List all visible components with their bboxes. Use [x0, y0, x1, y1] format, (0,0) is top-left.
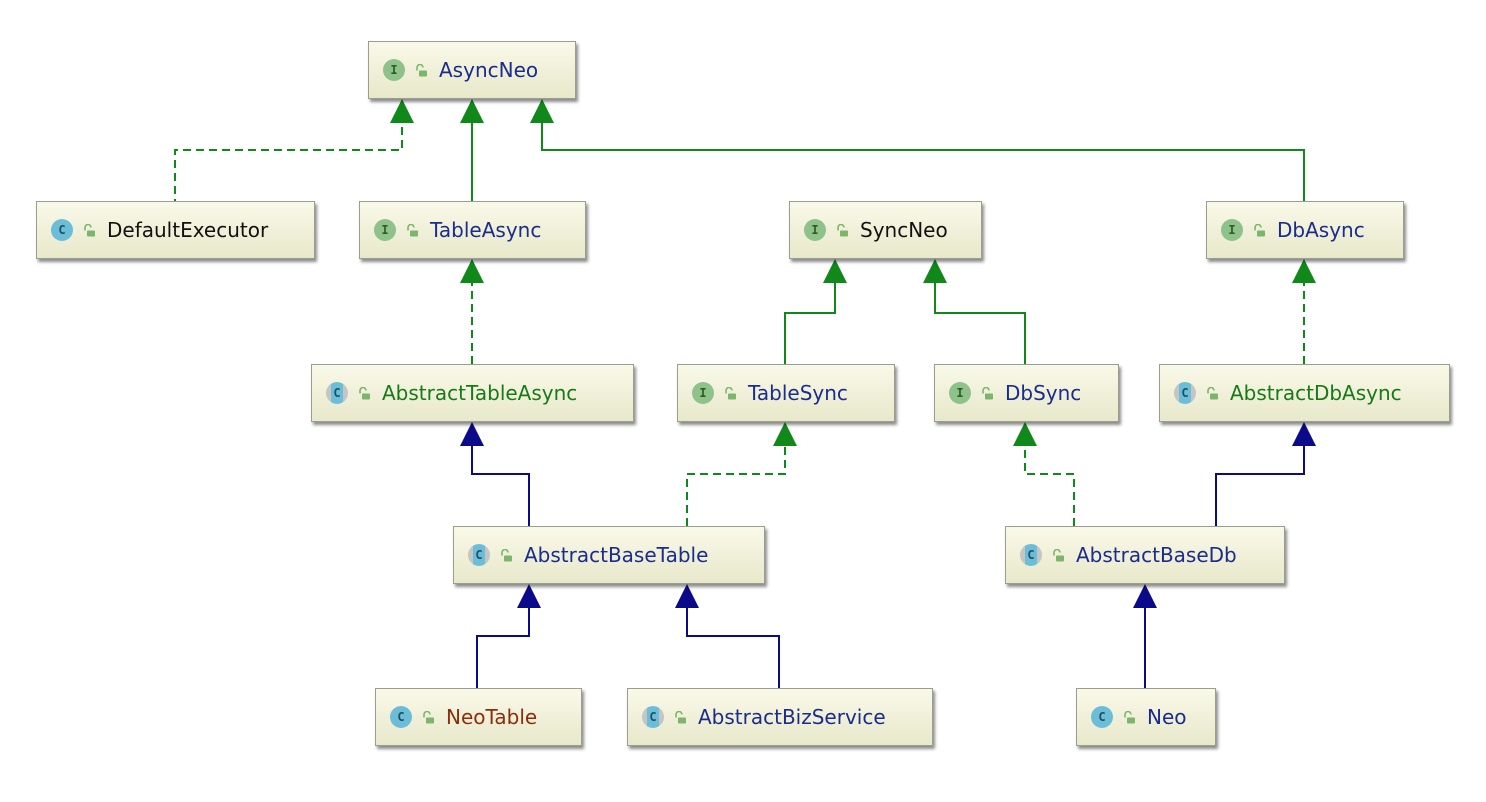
arrowhead-icon	[1292, 259, 1316, 283]
abstract-class-badge-icon: C	[468, 544, 490, 566]
edge-line-abstract-base-table-to-abstract-table-async	[471, 444, 530, 526]
abstract-class-badge-icon: C	[1020, 544, 1042, 566]
arrowhead-icon	[675, 584, 699, 608]
node-abstract-base-table[interactable]: C AbstractBaseTable	[453, 526, 765, 584]
node-label: AbstractBaseTable	[524, 543, 709, 567]
interface-badge-icon: I	[1221, 219, 1243, 241]
arrowhead-icon	[530, 99, 554, 123]
node-label: DefaultExecutor	[107, 218, 269, 242]
node-label: AbstractBizService	[698, 705, 886, 729]
node-neo[interactable]: C Neo	[1076, 688, 1216, 746]
interface-badge-icon: I	[383, 59, 405, 81]
node-abstract-base-db[interactable]: C AbstractBaseDb	[1005, 526, 1285, 584]
edge-line-db-sync-to-sync-neo	[934, 281, 1026, 364]
edge-line-abstract-base-table-to-table-sync	[686, 444, 786, 526]
node-default-executor[interactable]: C DefaultExecutor	[36, 201, 315, 259]
class-badge-icon: C	[1091, 706, 1113, 728]
open-lock-icon	[359, 386, 370, 399]
node-db-sync[interactable]: I DbSync	[934, 364, 1119, 422]
arrowhead-icon	[1292, 422, 1316, 446]
node-label: DbAsync	[1277, 218, 1365, 242]
arrowhead-icon	[390, 99, 414, 123]
open-lock-icon	[84, 223, 95, 236]
edge-line-neo-table-to-abstract-base-table	[476, 606, 530, 688]
node-abstract-db-async[interactable]: C AbstractDbAsync	[1159, 364, 1450, 422]
node-label: Neo	[1147, 705, 1187, 729]
open-lock-icon	[423, 710, 434, 723]
edge-line-table-sync-to-sync-neo	[784, 281, 836, 364]
open-lock-icon	[1124, 710, 1135, 723]
node-label: NeoTable	[446, 705, 538, 729]
open-lock-icon	[675, 710, 686, 723]
arrowhead-icon	[1013, 422, 1037, 446]
node-label: AbstractTableAsync	[382, 381, 578, 405]
node-label: SyncNeo	[860, 218, 948, 242]
open-lock-icon	[982, 386, 993, 399]
open-lock-icon	[1254, 223, 1265, 236]
class-badge-icon: C	[390, 706, 412, 728]
open-lock-icon	[416, 63, 427, 76]
arrowhead-icon	[460, 259, 484, 283]
arrowhead-icon	[823, 259, 847, 283]
node-label: TableSync	[748, 381, 848, 405]
node-label: DbSync	[1005, 381, 1082, 405]
interface-badge-icon: I	[949, 382, 971, 404]
abstract-class-badge-icon: C	[326, 382, 348, 404]
node-label: AbstractBaseDb	[1076, 543, 1237, 567]
arrowhead-icon	[517, 584, 541, 608]
open-lock-icon	[837, 223, 848, 236]
interface-badge-icon: I	[692, 382, 714, 404]
node-neo-table[interactable]: C NeoTable	[375, 688, 582, 746]
interface-badge-icon: I	[804, 219, 826, 241]
node-label: TableAsync	[430, 218, 542, 242]
node-db-async[interactable]: I DbAsync	[1206, 201, 1404, 259]
node-abstract-biz-service[interactable]: C AbstractBizService	[627, 688, 933, 746]
arrowhead-icon	[923, 259, 947, 283]
node-label: AsyncNeo	[439, 58, 539, 82]
edge-line-abstract-base-db-to-abstract-db-async	[1215, 444, 1305, 526]
arrowhead-icon	[460, 99, 484, 123]
class-badge-icon: C	[51, 219, 73, 241]
arrowhead-icon	[1133, 584, 1157, 608]
interface-badge-icon: I	[374, 219, 396, 241]
abstract-class-badge-icon: C	[642, 706, 664, 728]
open-lock-icon	[725, 386, 736, 399]
open-lock-icon	[1053, 548, 1064, 561]
open-lock-icon	[407, 223, 418, 236]
edge-line-abstract-biz-service-to-abstract-base-table	[686, 606, 780, 688]
node-table-async[interactable]: I TableAsync	[359, 201, 586, 259]
open-lock-icon	[1207, 386, 1218, 399]
node-abstract-table-async[interactable]: C AbstractTableAsync	[311, 364, 634, 422]
node-table-sync[interactable]: I TableSync	[677, 364, 895, 422]
arrowhead-icon	[460, 422, 484, 446]
node-sync-neo[interactable]: I SyncNeo	[789, 201, 982, 259]
edge-line-db-async-to-async-neo	[541, 121, 1305, 201]
edge-line-abstract-base-db-to-db-sync	[1024, 444, 1075, 526]
arrowhead-icon	[773, 422, 797, 446]
open-lock-icon	[501, 548, 512, 561]
node-label: AbstractDbAsync	[1230, 381, 1402, 405]
node-async-neo[interactable]: I AsyncNeo	[368, 41, 576, 99]
abstract-class-badge-icon: C	[1174, 382, 1196, 404]
